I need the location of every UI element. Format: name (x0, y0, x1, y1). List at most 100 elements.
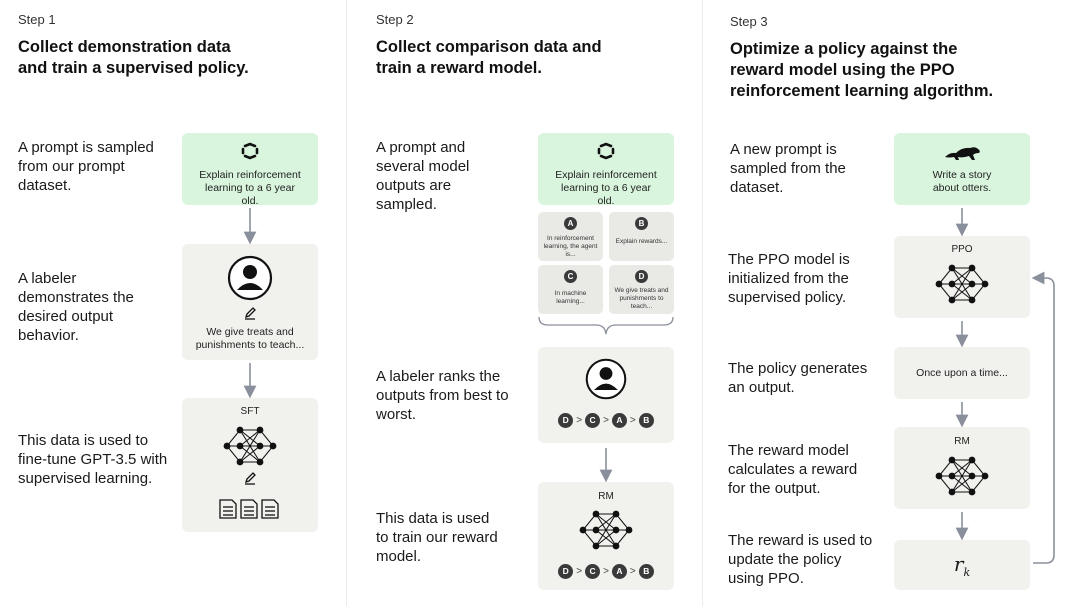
output-badge: B (635, 217, 648, 230)
ranking-row: D>C>A>B (538, 413, 674, 428)
nn-edge (595, 529, 617, 547)
nn-node (968, 488, 976, 496)
ranking-row: D>C>A>B (538, 564, 674, 579)
labeler-icon (227, 255, 273, 301)
step-1-prompt-text: Explain reinforcement learning to a 6 ye… (199, 169, 301, 207)
step-1-title: Collect demonstration data and train a s… (18, 38, 249, 77)
step-2-rm-box: RM D>C>A>B (538, 482, 674, 590)
step-2-title: Collect comparison data and train a rewa… (376, 38, 602, 77)
step-3-desc-init: The PPO model is initialized from the su… (728, 251, 850, 306)
nn-node (625, 526, 633, 534)
step-1-desc-labeler: A labeler demonstrates the desired outpu… (18, 270, 134, 344)
rank-separator: > (576, 415, 583, 426)
nn-edge (239, 445, 261, 463)
step-3-desc-prompt: A new prompt is sampled from the dataset… (730, 141, 846, 196)
documents-icon (219, 499, 279, 519)
rank-badge-b: B (638, 564, 654, 579)
rank-badge-a: A (611, 564, 627, 579)
nn-node (948, 488, 956, 496)
rank-badge-b: B (638, 413, 654, 428)
nn-node (579, 526, 587, 534)
step-1-prompt-box: Explain reinforcement learning to a 6 ye… (182, 133, 318, 207)
nn-edge (938, 283, 953, 301)
nn-node (948, 264, 956, 272)
bracket-connector (538, 316, 674, 335)
rank-separator: > (629, 415, 636, 426)
nn-edge (951, 475, 973, 493)
step-2-desc-prompt: A prompt and several model outputs are s… (376, 139, 470, 213)
step-2-desc-rank: A labeler ranks the outputs from best to… (376, 368, 509, 423)
nn-edge (595, 513, 617, 531)
rank-separator: > (603, 566, 609, 577)
nn-node (948, 456, 956, 464)
nn-node (592, 526, 600, 534)
sft-label: SFT (240, 406, 260, 417)
step-1-label: Step 1 (18, 12, 56, 27)
step-3-prompt-box: Write a story about otters. (894, 133, 1030, 205)
nn-edge (951, 283, 973, 301)
step-3-prompt-text: Write a story about otters. (932, 169, 992, 194)
output-text: In machine learning... (554, 290, 587, 305)
nn-node (968, 296, 976, 304)
nn-edge (938, 267, 953, 285)
step-1-demo-text: We give treats and punishments to teach.… (195, 326, 305, 351)
step-1-desc-prompt: A prompt is sampled from our prompt data… (18, 139, 154, 194)
step-3-title: Optimize a policy against the reward mod… (730, 40, 994, 100)
nn-edge (259, 429, 274, 447)
step-3-output-box: Once upon a time... (894, 347, 1030, 399)
output-card-a: A In reinforcement learning, the agent i… (538, 212, 603, 261)
nn-edge (971, 283, 986, 301)
output-text: Explain rewards... (615, 238, 668, 245)
step-3-output-text: Once upon a time... (916, 367, 1008, 379)
nn-edge (971, 459, 986, 477)
nn-edge (582, 513, 597, 531)
nn-node (968, 280, 976, 288)
neural-network-icon (935, 264, 989, 304)
nn-node (968, 472, 976, 480)
output-text: In reinforcement learning, the agent is.… (543, 235, 598, 258)
nn-node (236, 442, 244, 450)
otter-icon (945, 147, 980, 160)
rank-badge-c: C (585, 564, 601, 579)
nn-node (592, 510, 600, 518)
nn-node (948, 296, 956, 304)
nn-edge (239, 429, 261, 463)
step-1-desc-train: This data is used to fine-tune GPT-3.5 w… (18, 432, 168, 487)
nn-node (269, 442, 277, 450)
nn-edge (951, 459, 973, 477)
nn-edge (615, 529, 630, 547)
pencil-icon (244, 472, 256, 485)
output-badge: C (564, 270, 577, 283)
step-2-prompt-box: Explain reinforcement learning to a 6 ye… (538, 133, 674, 207)
nn-node (223, 442, 231, 450)
output-card-b: B Explain rewards... (609, 212, 674, 261)
nn-edge (615, 513, 630, 531)
feedback-arrow (1031, 271, 1055, 564)
nn-node (981, 472, 989, 480)
nn-edge (226, 429, 241, 447)
nn-edge (951, 267, 973, 285)
step-1-demo-box: We give treats and punishments to teach.… (182, 244, 318, 360)
step-3-desc-reward: The reward model calculates a reward for… (728, 442, 858, 497)
column-divider (702, 0, 703, 606)
reward-r: r (953, 552, 964, 576)
nn-node (612, 510, 620, 518)
ppo-label: PPO (951, 244, 973, 255)
rank-badge-d: D (558, 564, 574, 579)
nn-edge (971, 267, 986, 285)
column-divider (346, 0, 347, 606)
nn-edge (938, 459, 953, 477)
nn-edge (938, 475, 953, 493)
step-3-rm-box: RM (894, 427, 1030, 509)
step-2-desc-train: This data is used to train our reward mo… (376, 510, 498, 565)
nn-node (236, 426, 244, 434)
reward-k: k (963, 566, 971, 579)
nn-node (612, 542, 620, 550)
rank-separator: > (629, 566, 636, 577)
step-2-rank-box: D>C>A>B (538, 347, 674, 443)
nn-node (935, 280, 943, 288)
nn-node (256, 426, 264, 434)
nn-node (256, 458, 264, 466)
recycle-icon (241, 142, 259, 160)
rank-badge-a: A (611, 413, 627, 428)
